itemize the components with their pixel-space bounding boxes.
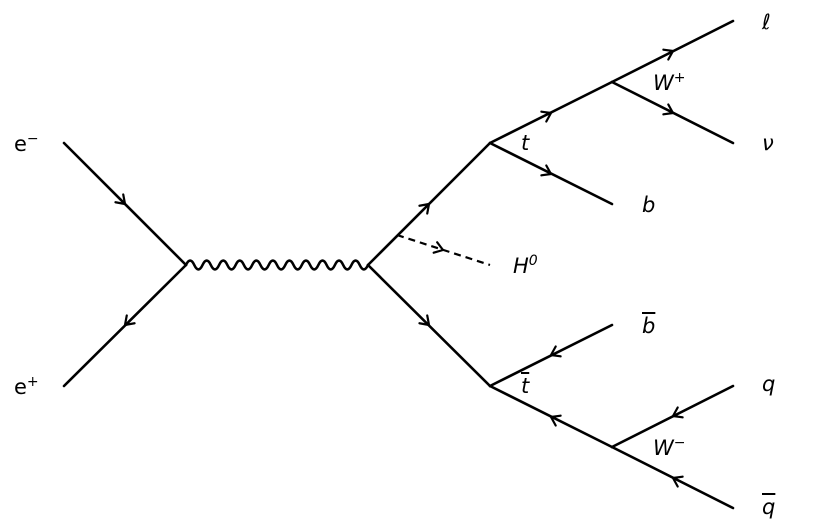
arrowhead-bottom	[540, 164, 553, 177]
arrowhead-antitop	[418, 314, 431, 327]
arrowhead-w-plus	[540, 110, 553, 123]
positron-label: e+	[14, 374, 39, 399]
arrowhead-w-minus	[549, 414, 562, 427]
top-label: t	[521, 131, 530, 155]
quark-label: q	[762, 372, 776, 396]
lepton-label: ℓ	[762, 10, 771, 34]
antitop-label: t	[521, 374, 530, 398]
bottom-label: b	[642, 193, 656, 217]
antibottom-label: b	[642, 314, 656, 338]
arrowhead-neutrino	[662, 103, 675, 116]
arrowhead-top	[418, 202, 431, 215]
boson-propagator	[184, 259, 370, 271]
arrowhead-quark	[671, 406, 684, 419]
arrowhead-electron	[114, 193, 127, 206]
arrowhead-positron	[123, 314, 136, 327]
antiquark-label: q	[762, 495, 776, 519]
arrowhead-antibottom	[549, 345, 562, 358]
neutrino-label: ν	[762, 131, 774, 155]
arrowheads	[114, 48, 684, 488]
higgs-label: H0	[513, 253, 538, 278]
arrowhead-higgs	[432, 241, 445, 254]
w-plus-label: W+	[653, 70, 686, 95]
electron-label: e−	[14, 131, 39, 156]
arrowhead-lepton	[662, 48, 675, 61]
arrowhead-antiquark	[671, 475, 684, 488]
w-minus-label: W−	[653, 435, 686, 460]
